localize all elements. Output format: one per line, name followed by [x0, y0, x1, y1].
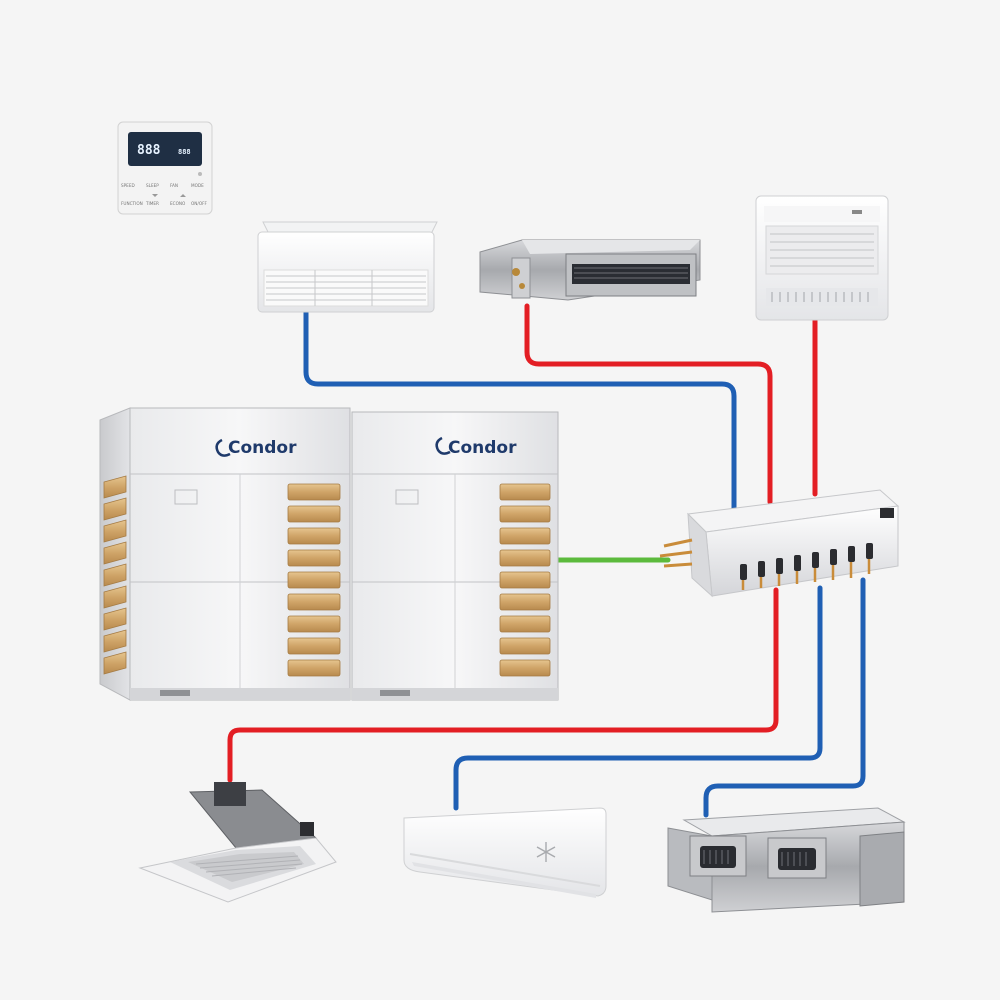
pipe-supply-duct-slim: [524, 303, 773, 505]
pipe-return-wall-split: [453, 585, 823, 811]
controller-buttons: SPEED SLEEP FAN MODE FUNCTION TIMER ECON…: [121, 183, 208, 206]
controller-display-small: 888: [178, 148, 191, 156]
controller-button-label: FUNCTION: [121, 201, 143, 206]
floor-console-unit: [755, 195, 889, 321]
refrigerant-distributor: [659, 489, 900, 598]
brand-logo: Condor: [228, 438, 297, 458]
duct-unit-large: [667, 807, 906, 913]
duct-unit-slim: [479, 239, 701, 301]
wall-split-unit: [403, 807, 607, 898]
cassette-unit: [138, 782, 337, 903]
pipe-supply-cassette: [227, 587, 779, 783]
fan-icon: [700, 846, 736, 868]
controller-button-label: TIMER: [145, 201, 159, 206]
brand-logo: Condor: [448, 438, 517, 458]
pipe-network: [227, 303, 866, 818]
ceiling-floor-unit: [257, 221, 438, 313]
fan-icon: [778, 848, 816, 870]
pipe-return-ceiling-unit: [303, 309, 737, 513]
controller-button-label: MODE: [191, 183, 204, 188]
pipe-return-duct-large: [703, 577, 866, 818]
controller-button-label: ECONO: [170, 201, 186, 206]
vent-grille: [287, 483, 341, 677]
controller-button-label: FAN: [170, 183, 178, 188]
vent-grille: [499, 483, 551, 677]
outdoor-vrf-unit-right: Condor: [351, 411, 559, 701]
controller-button-label: ON/OFF: [191, 201, 208, 206]
controller-display: 888: [137, 143, 161, 158]
wired-controller: 888 888 SPEED SLEEP FAN MODE FUNCTION TI…: [117, 121, 213, 215]
snowflake-icon: [536, 842, 556, 862]
outdoor-vrf-unit-left: Condor: [99, 407, 351, 701]
controller-button-label: SPEED: [121, 183, 135, 188]
controller-button-label: SLEEP: [146, 183, 159, 188]
